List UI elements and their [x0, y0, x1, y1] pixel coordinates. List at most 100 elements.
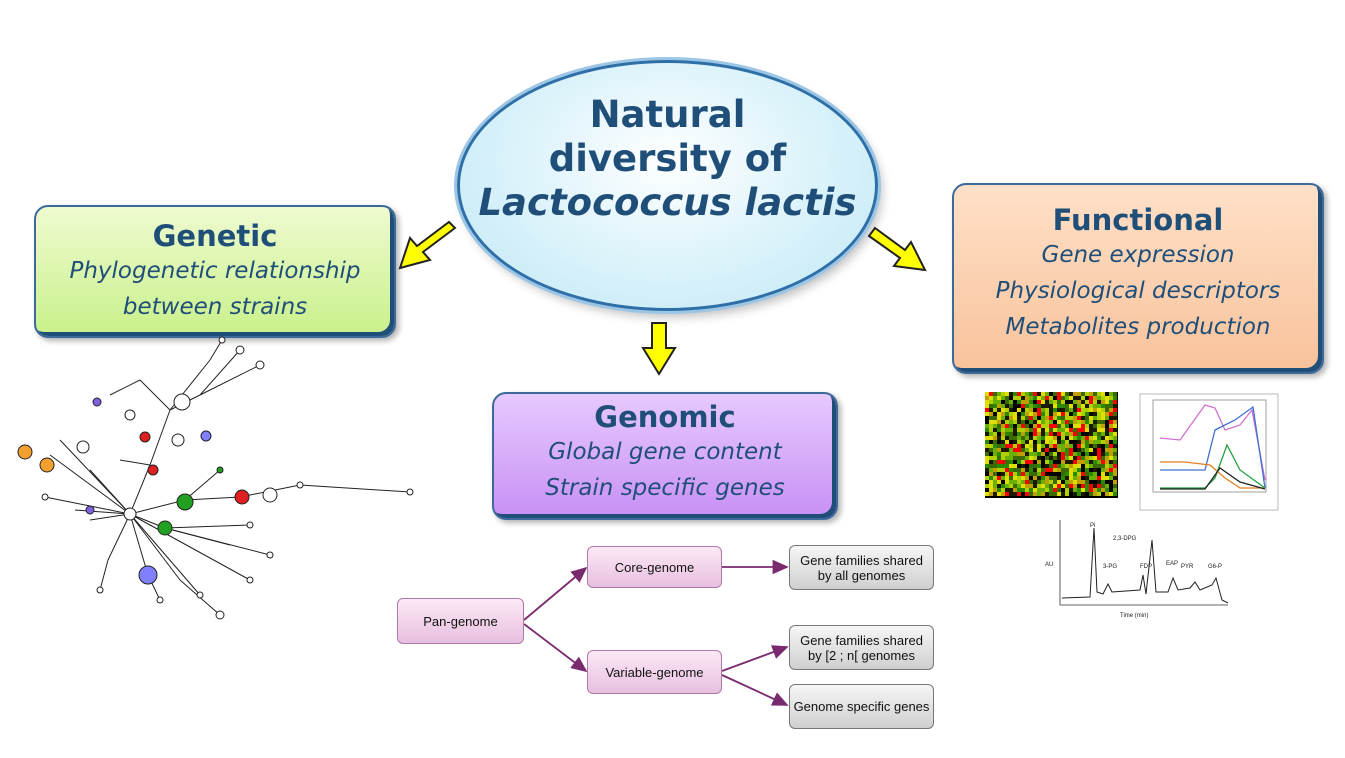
- heatmap-cell: [1069, 484, 1073, 488]
- heatmap-cell: [1081, 412, 1085, 416]
- heatmap-cell: [1093, 480, 1097, 484]
- heatmap-cell: [1109, 464, 1113, 468]
- pan-genome-box: Pan-genome: [397, 598, 524, 644]
- heatmap-cell: [1041, 412, 1045, 416]
- heatmap-cell: [1017, 476, 1021, 480]
- heatmap-cell: [1009, 448, 1013, 452]
- heatmap-cell: [1073, 492, 1077, 496]
- heatmap-cell: [1017, 440, 1021, 444]
- heatmap-cell: [1109, 424, 1113, 428]
- heatmap-cell: [1105, 416, 1109, 420]
- heatmap-cell: [1045, 400, 1049, 404]
- heatmap-cell: [1109, 460, 1113, 464]
- heatmap-cell: [1045, 428, 1049, 432]
- heatmap-cell: [1049, 412, 1053, 416]
- heatmap-cell: [1041, 464, 1045, 468]
- heatmap-cell: [1045, 488, 1049, 492]
- heatmap-cell: [1025, 428, 1029, 432]
- heatmap-cell: [1053, 420, 1057, 424]
- heatmap-cell: [1021, 492, 1025, 496]
- core-description-line-1: Gene families shared: [800, 552, 923, 568]
- heatmap-cell: [1097, 432, 1101, 436]
- heatmap-cell: [1101, 440, 1105, 444]
- heatmap-cell: [1085, 400, 1089, 404]
- heatmap-cell: [1081, 424, 1085, 428]
- heatmap-cell: [1081, 396, 1085, 400]
- heatmap-cell: [1025, 480, 1029, 484]
- heatmap-cell: [1073, 432, 1077, 436]
- heatmap-cell: [993, 396, 997, 400]
- heatmap-cell: [997, 444, 1001, 448]
- heatmap-cell: [1073, 456, 1077, 460]
- heatmap-cell: [1001, 480, 1005, 484]
- heatmap-cell: [1013, 408, 1017, 412]
- heatmap-cell: [1053, 460, 1057, 464]
- heatmap-cell: [1005, 464, 1009, 468]
- functional-line-1: Gene expression: [1041, 242, 1235, 268]
- heatmap-cell: [1033, 444, 1037, 448]
- heatmap-cell: [1017, 404, 1021, 408]
- heatmap-cell: [1013, 452, 1017, 456]
- heatmap-cell: [1077, 416, 1081, 420]
- heatmap-cell: [997, 416, 1001, 420]
- heatmap-cell: [1009, 424, 1013, 428]
- heatmap-cell: [1017, 392, 1021, 396]
- heatmap-cell: [1005, 488, 1009, 492]
- heatmap-cell: [1073, 408, 1077, 412]
- heatmap-cell: [985, 484, 989, 488]
- heatmap-cell: [1061, 404, 1065, 408]
- heatmap-cell: [1013, 412, 1017, 416]
- heatmap-cell: [1025, 476, 1029, 480]
- heatmap-cell: [1081, 448, 1085, 452]
- heatmap-cell: [1077, 400, 1081, 404]
- heatmap-cell: [1113, 420, 1117, 424]
- heatmap-cell: [1105, 412, 1109, 416]
- heatmap-cell: [1113, 412, 1117, 416]
- heatmap-cell: [1077, 424, 1081, 428]
- heatmap-cell: [1053, 472, 1057, 476]
- heatmap-cell: [1057, 456, 1061, 460]
- variable-description-box: Gene families shared by [2 ; n[ genomes: [789, 625, 934, 670]
- heatmap-cell: [1033, 420, 1037, 424]
- heatmap-cell: [1113, 492, 1117, 496]
- heatmap-cell: [997, 476, 1001, 480]
- heatmap-cell: [1057, 424, 1061, 428]
- heatmap-cell: [985, 396, 989, 400]
- heatmap-cell: [1085, 448, 1089, 452]
- heatmap-cell: [1077, 404, 1081, 408]
- heatmap-cell: [985, 404, 989, 408]
- heatmap-cell: [1037, 476, 1041, 480]
- heatmap-cell: [1101, 448, 1105, 452]
- heatmap-cell: [1061, 492, 1065, 496]
- heatmap-cell: [1013, 404, 1017, 408]
- heatmap-cell: [1093, 476, 1097, 480]
- heatmap-cell: [1085, 484, 1089, 488]
- heatmap-cell: [993, 436, 997, 440]
- heatmap-cell: [1097, 428, 1101, 432]
- heatmap-cell: [1097, 404, 1101, 408]
- heatmap-cell: [1069, 408, 1073, 412]
- heatmap-cell: [993, 392, 997, 396]
- heatmap-cell: [1057, 440, 1061, 444]
- heatmap-cell: [1089, 432, 1093, 436]
- heatmap-cell: [1033, 480, 1037, 484]
- heatmap-cell: [1109, 444, 1113, 448]
- heatmap-cell: [989, 484, 993, 488]
- heatmap-cell: [1089, 420, 1093, 424]
- heatmap-cell: [1093, 456, 1097, 460]
- heatmap-cell: [1101, 468, 1105, 472]
- heatmap-cell: [989, 424, 993, 428]
- heatmap-cell: [1013, 420, 1017, 424]
- heatmap-cell: [1037, 468, 1041, 472]
- heatmap-cell: [1021, 424, 1025, 428]
- heatmap-cell: [1077, 476, 1081, 480]
- heatmap-cell: [1033, 448, 1037, 452]
- heatmap-cell: [1017, 424, 1021, 428]
- heatmap-cell: [1013, 448, 1017, 452]
- heatmap-cell: [1105, 480, 1109, 484]
- heatmap-cell: [1061, 468, 1065, 472]
- heatmap-cell: [1105, 400, 1109, 404]
- heatmap-cell: [1001, 400, 1005, 404]
- heatmap-cell: [1089, 412, 1093, 416]
- heatmap-cell: [1017, 420, 1021, 424]
